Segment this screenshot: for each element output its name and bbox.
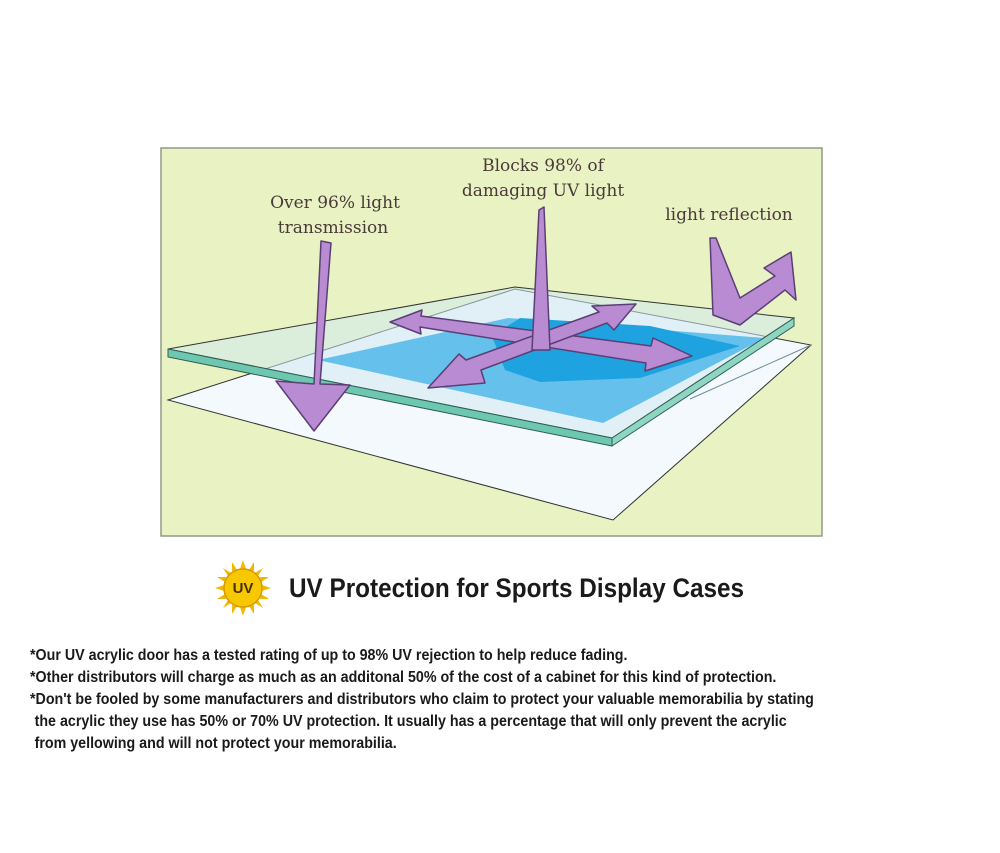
reflection-arrow	[709, 237, 797, 326]
note-item: *Don't be fooled by some manufacturers a…	[30, 691, 814, 708]
acrylic-edge-line	[689, 344, 812, 400]
uv-sun-icon: UV	[215, 560, 271, 616]
badge-text: UV	[233, 580, 254, 597]
transmission-arrow	[275, 240, 351, 432]
page-title: UV Protection for Sports Display Cases	[289, 572, 745, 603]
note-item: *Other distributors will charge as much …	[30, 669, 777, 686]
notes-list: *Our UV acrylic door has a tested rating…	[30, 645, 980, 755]
title-row: UV UV Protection for Sports Display Case…	[215, 560, 795, 616]
note-item: *Our UV acrylic door has a tested rating…	[30, 647, 628, 664]
transmission-label-line2: transmission	[278, 218, 388, 238]
transmission-label-line1: Over 96% light	[270, 193, 400, 213]
acrylic-side-edge	[611, 317, 795, 447]
note-item: from yellowing and will not protect your…	[34, 735, 397, 752]
note-item: the acrylic they use has 50% or 70% UV p…	[34, 713, 787, 730]
reflection-label: light reflection	[665, 205, 793, 225]
blocks-label-line1: Blocks 98% of	[482, 156, 606, 176]
uv-block-arrow	[531, 206, 551, 351]
blocks-label-line2: damaging UV light	[462, 181, 625, 201]
